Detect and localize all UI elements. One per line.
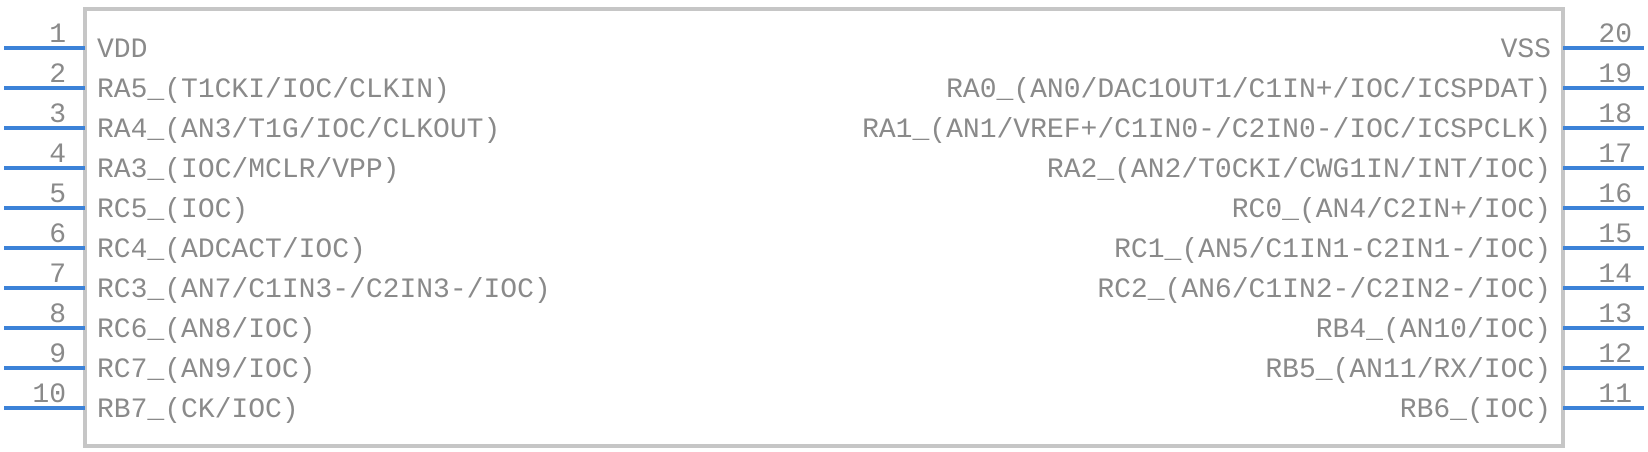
pin-number: 19	[1598, 60, 1632, 91]
pin-label: RC3_(AN7/C1IN3-/C2IN3-/IOC)	[97, 275, 551, 306]
pin-label: RC2_(AN6/C1IN2-/C2IN2-/IOC)	[1097, 275, 1551, 306]
right-pin-19: 19 RA0_(AN0/DAC1OUT1/C1IN+/IOC/ICSPDAT)	[946, 60, 1644, 106]
left-pin-10: 10 RB7_(CK/IOC)	[4, 380, 299, 426]
pin-label: RC5_(IOC)	[97, 195, 248, 226]
left-pin-4: 4 RA3_(IOC/MCLR/VPP)	[4, 140, 399, 186]
pin-number: 14	[1598, 260, 1632, 291]
pin-number: 12	[1598, 340, 1632, 371]
pin-number: 20	[1598, 20, 1632, 51]
pin-label: RB7_(CK/IOC)	[97, 395, 299, 426]
pin-number: 8	[49, 300, 66, 331]
pin-label: RA1_(AN1/VREF+/C1IN0-/C2IN0-/IOC/ICSPCLK…	[862, 115, 1551, 146]
left-pin-2: 2 RA5_(T1CKI/IOC/CLKIN)	[4, 60, 450, 106]
right-pin-16: 16 RC0_(AN4/C2IN+/IOC)	[1232, 180, 1644, 226]
pin-label: RC4_(ADCACT/IOC)	[97, 235, 366, 266]
pin-label: RA2_(AN2/T0CKI/CWG1IN/INT/IOC)	[1047, 155, 1551, 186]
pin-label: RC7_(AN9/IOC)	[97, 355, 315, 386]
pin-number: 18	[1598, 100, 1632, 131]
pin-number: 4	[49, 140, 66, 171]
pin-number: 6	[49, 220, 66, 251]
pin-number: 11	[1598, 380, 1632, 411]
left-pin-5: 5 RC5_(IOC)	[4, 180, 248, 226]
pin-label: RB5_(AN11/RX/IOC)	[1265, 355, 1551, 386]
left-pin-3: 3 RA4_(AN3/T1G/IOC/CLKOUT)	[4, 100, 500, 146]
right-pin-20: 20 VSS	[1501, 20, 1644, 66]
left-pin-9: 9 RC7_(AN9/IOC)	[4, 340, 315, 386]
pin-number: 10	[32, 380, 66, 411]
left-pin-6: 6 RC4_(ADCACT/IOC)	[4, 220, 366, 266]
pin-number: 2	[49, 60, 66, 91]
pin-number: 15	[1598, 220, 1632, 251]
pin-label: RB4_(AN10/IOC)	[1316, 315, 1551, 346]
pin-number: 1	[49, 20, 66, 51]
left-pin-1: 1 VDD	[4, 20, 147, 66]
pin-number: 16	[1598, 180, 1632, 211]
right-pin-18: 18 RA1_(AN1/VREF+/C1IN0-/C2IN0-/IOC/ICSPC…	[862, 100, 1644, 146]
ic-body	[83, 7, 1565, 448]
pin-label: RA4_(AN3/T1G/IOC/CLKOUT)	[97, 115, 500, 146]
left-pin-group: 1 VDD 2 RA5_(T1CKI/IOC/CLKIN) 3 RA4_(AN3/T1G/…	[4, 20, 551, 426]
pin-label: RC0_(AN4/C2IN+/IOC)	[1232, 195, 1551, 226]
pin-label: VDD	[97, 35, 147, 66]
pin-number: 7	[49, 260, 66, 291]
right-pin-14: 14 RC2_(AN6/C1IN2-/C2IN2-/IOC)	[1097, 260, 1644, 306]
right-pin-17: 17 RA2_(AN2/T0CKI/CWG1IN/INT/IOC)	[1047, 140, 1644, 186]
pin-label: RC6_(AN8/IOC)	[97, 315, 315, 346]
left-pin-7: 7 RC3_(AN7/C1IN3-/C2IN3-/IOC)	[4, 260, 551, 306]
right-pin-12: 12 RB5_(AN11/RX/IOC)	[1265, 340, 1644, 386]
pin-label: RA3_(IOC/MCLR/VPP)	[97, 155, 399, 186]
right-pin-11: 11 RB6_(IOC)	[1400, 380, 1644, 426]
pin-label: RC1_(AN5/C1IN1-C2IN1-/IOC)	[1114, 235, 1551, 266]
left-pin-8: 8 RC6_(AN8/IOC)	[4, 300, 315, 346]
pin-label: RA5_(T1CKI/IOC/CLKIN)	[97, 75, 450, 106]
pin-number: 13	[1598, 300, 1632, 331]
pin-number: 3	[49, 100, 66, 131]
pin-label: VSS	[1501, 35, 1551, 66]
right-pin-13: 13 RB4_(AN10/IOC)	[1316, 300, 1644, 346]
pin-number: 5	[49, 180, 66, 211]
right-pin-group: 20 VSS 19 RA0_(AN0/DAC1OUT1/C1IN+/IOC/ICSPD…	[862, 20, 1644, 426]
right-pin-15: 15 RC1_(AN5/C1IN1-C2IN1-/IOC)	[1114, 220, 1644, 266]
pin-label: RB6_(IOC)	[1400, 395, 1551, 426]
pin-number: 17	[1598, 140, 1632, 171]
pin-number: 9	[49, 340, 66, 371]
pin-label: RA0_(AN0/DAC1OUT1/C1IN+/IOC/ICSPDAT)	[946, 75, 1551, 106]
